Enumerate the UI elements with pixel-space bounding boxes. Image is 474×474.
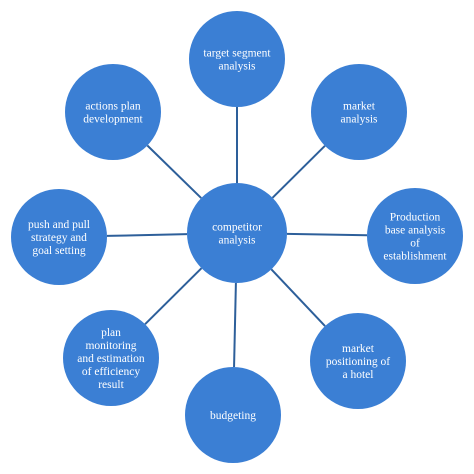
node-target-segment-analysis-label-line: target segment: [203, 48, 271, 60]
node-plan-monitoring-label-line: plan: [101, 327, 121, 339]
connector-push-and-pull: [106, 233, 188, 237]
connector-budgeting: [233, 282, 237, 368]
node-plan-monitoring-label-line: and estimation: [77, 353, 145, 365]
node-budgeting-circle: [185, 367, 281, 463]
node-plan-monitoring-label-line: monitoring: [85, 340, 136, 352]
center-node-competitor-analysis-circle: [187, 183, 287, 283]
node-actions-plan-circle: [65, 64, 161, 160]
node-market-positioning-circle: [310, 313, 406, 409]
node-market-positioning-label-line: a hotel: [343, 369, 374, 381]
node-target-segment-analysis-label-line: analysis: [218, 61, 256, 73]
connector-production-base-analysis: [286, 232, 368, 237]
connector-market-analysis: [271, 145, 326, 199]
node-production-base-analysis-label-line: establishment: [383, 251, 447, 263]
node-push-and-pull-label-line: goal setting: [32, 245, 86, 257]
connector-lines: [106, 107, 368, 368]
node-plan-monitoring-circle: [63, 310, 159, 406]
node-production-base-analysis-label-line: base analysis: [385, 225, 446, 237]
connector-actions-plan: [146, 144, 202, 199]
node-plan-monitoring-label-line: result: [98, 379, 124, 391]
node-target-segment-analysis-circle: [189, 11, 285, 107]
node-market-positioning-label-line: market: [342, 343, 375, 355]
node-market-analysis-label-line: market: [343, 101, 376, 113]
node-production-base-analysis-label-line: of: [410, 238, 420, 250]
node-actions-plan-label-line: actions plan: [85, 101, 140, 113]
center-node-competitor-analysis-label-line: analysis: [218, 235, 256, 247]
node-plan-monitoring-label-line: of efficiency: [82, 366, 140, 378]
center-node-competitor-analysis-label-line: competitor: [212, 222, 262, 234]
node-market-positioning-label-line: positioning of: [326, 356, 390, 368]
node-actions-plan-label-line: development: [83, 114, 143, 126]
node-budgeting: budgeting: [185, 367, 281, 463]
node-production-base-analysis-label-line: Production: [390, 212, 441, 224]
node-push-and-pull-circle: [11, 189, 107, 285]
node-push-and-pull-label-line: strategy and: [31, 232, 87, 244]
connector-market-positioning: [270, 268, 326, 327]
node-market-analysis-circle: [311, 64, 407, 160]
node-budgeting-label-line: budgeting: [210, 410, 256, 422]
connector-plan-monitoring: [144, 267, 203, 325]
node-market-analysis-label-line: analysis: [340, 114, 378, 126]
node-push-and-pull-label-line: push and pull: [28, 219, 90, 231]
node-production-base-analysis-circle: [367, 188, 463, 284]
